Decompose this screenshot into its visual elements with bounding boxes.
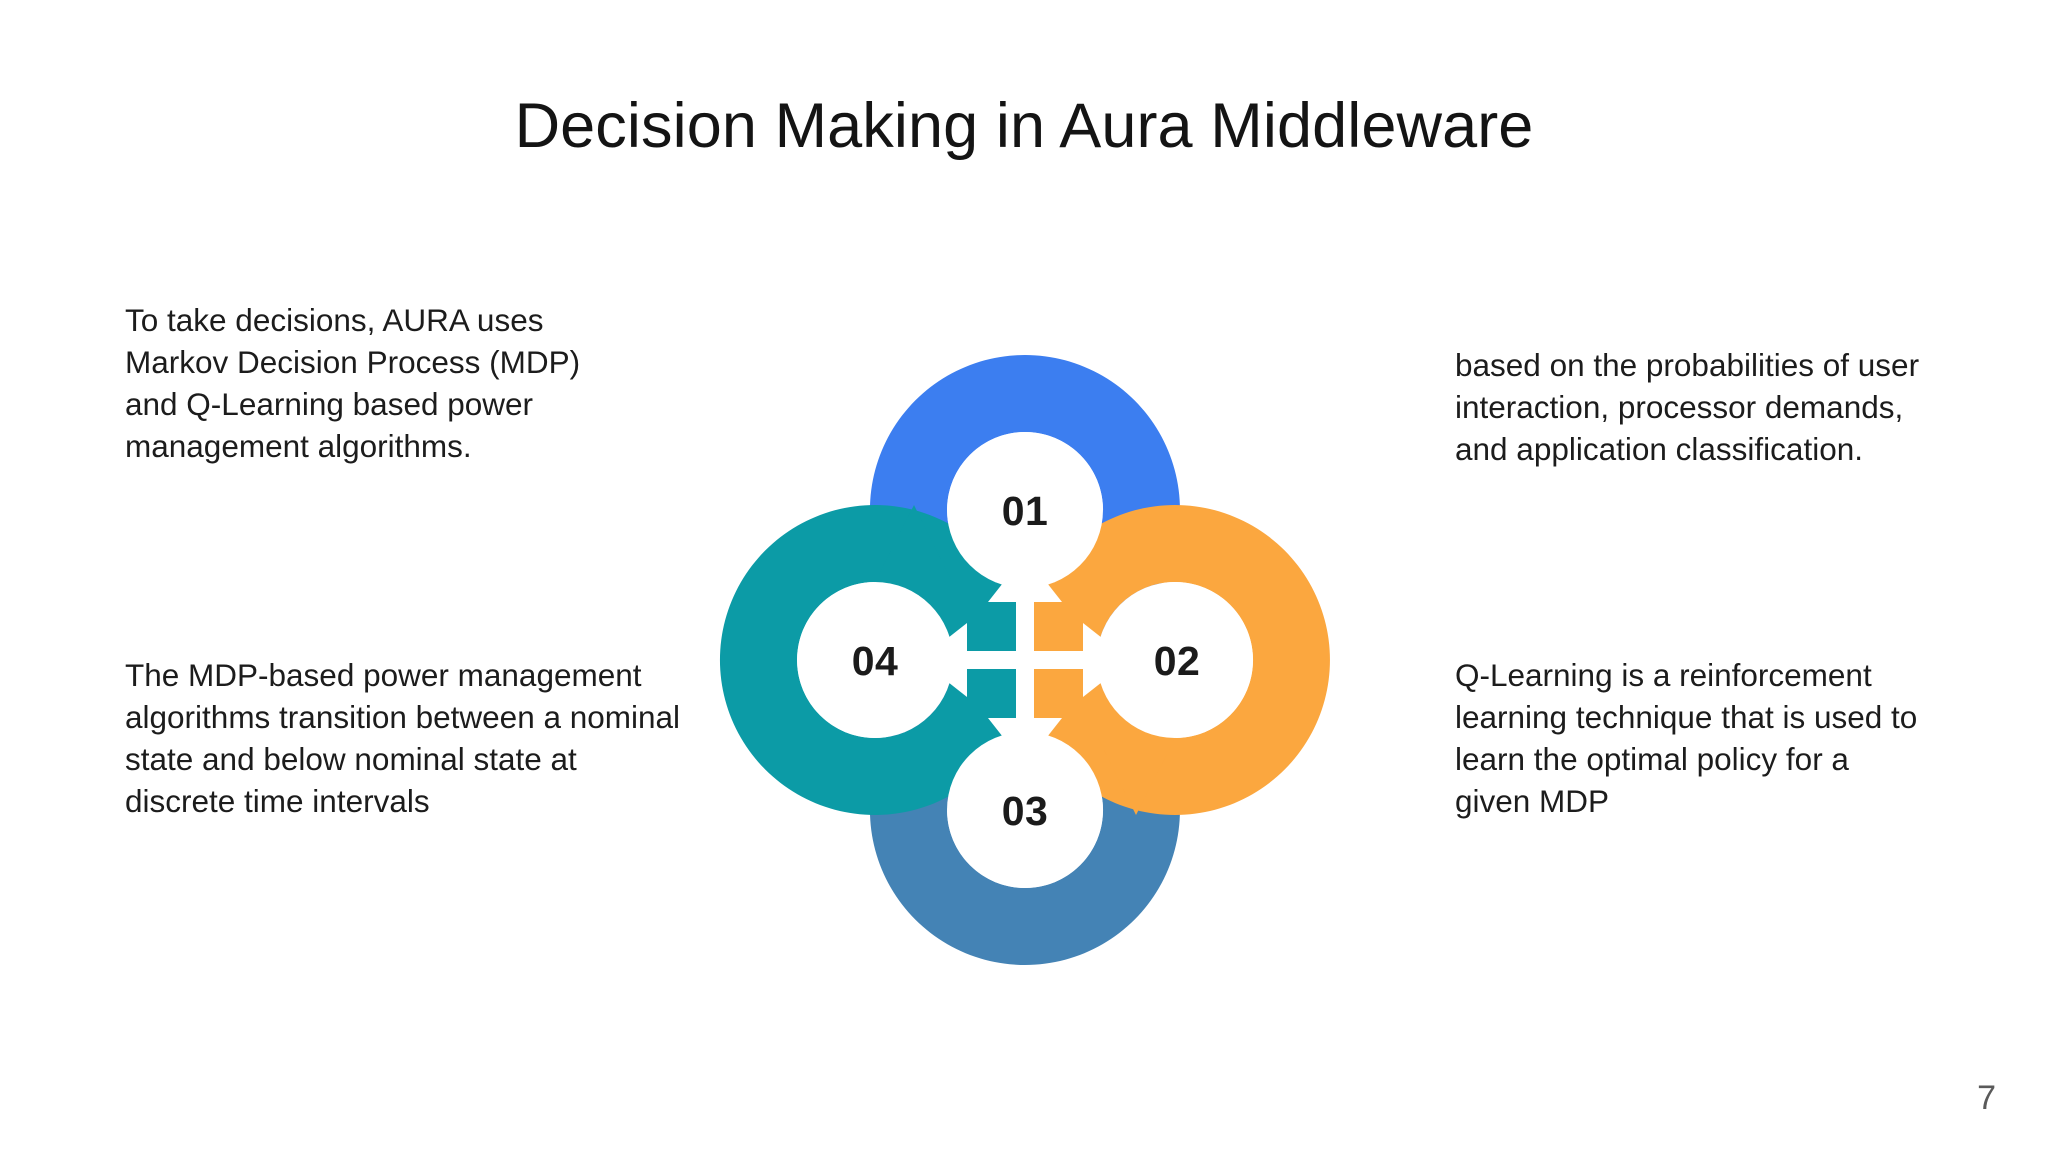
text-block-top-right: based on the probabilities of user inter… [1455, 347, 1920, 467]
page-title: Decision Making in Aura Middleware [514, 91, 1534, 161]
hub-02[interactable] [1083, 582, 1253, 738]
text-block-bottom-right: Q-Learning is a reinforcement learning t… [1455, 657, 1918, 819]
text-block-top-left: To take decisions, AURA uses Markov Deci… [125, 302, 581, 464]
ring-label-01: 01 [1002, 488, 1049, 534]
ring-segment-02[interactable] [1019, 505, 1330, 815]
hub-03[interactable] [947, 718, 1103, 888]
hub-01[interactable] [947, 432, 1103, 602]
page-number: 7 [1977, 1079, 1996, 1117]
ring-02-arrow [1098, 738, 1175, 815]
ring-04-arrow [875, 505, 952, 582]
ring-label-02: 02 [1154, 638, 1201, 684]
pinwheel-rings-group: 01 02 03 04 [719, 355, 1330, 965]
text-block-bottom-left: The MDP-based power management algorithm… [125, 657, 681, 819]
pinwheel-cycle-diagram: 01 02 03 04 [719, 355, 1330, 965]
ring-label-03: 03 [1002, 788, 1049, 834]
hub-04[interactable] [797, 582, 967, 738]
hub-circles-group [797, 432, 1253, 888]
pinwheel-diagram-container: 01 02 03 04 [620, 255, 1430, 1065]
ring-label-04: 04 [852, 638, 899, 684]
